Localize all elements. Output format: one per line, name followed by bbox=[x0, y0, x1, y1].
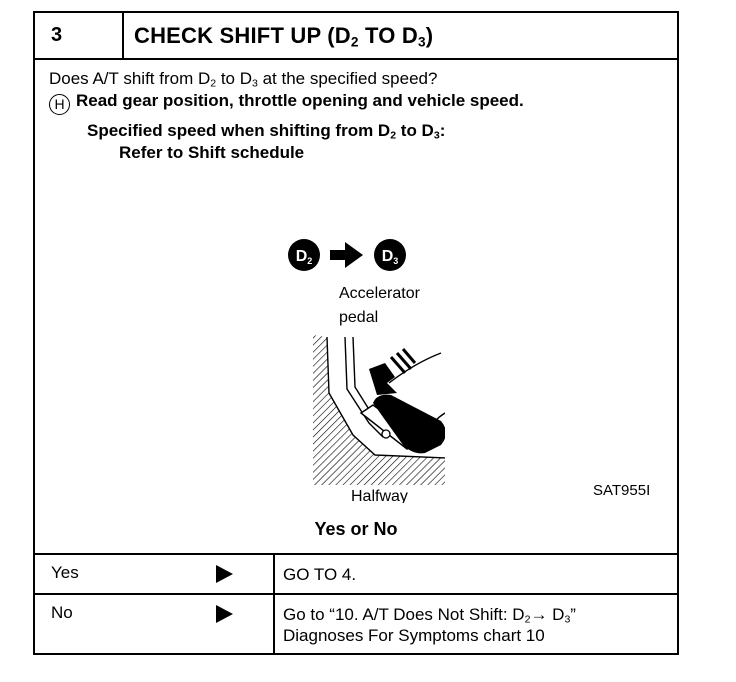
row-divider bbox=[273, 555, 275, 595]
h-circle-icon: H bbox=[49, 94, 70, 115]
specified-speed-text: Specified speed when shifting from D2 to… bbox=[87, 121, 446, 142]
svg-text:D2: D2 bbox=[296, 248, 313, 266]
figure-label-halfway: Halfway bbox=[351, 488, 408, 503]
row-divider bbox=[273, 595, 275, 655]
gear-d3-badge: D3 bbox=[374, 239, 406, 271]
step-body: Does A/T shift from D2 to D3 at the spec… bbox=[49, 68, 659, 164]
step-number: 3 bbox=[35, 13, 124, 58]
result-label-yes: Yes bbox=[51, 563, 79, 582]
accelerator-pedal-figure: D2 D3 Accelerator pedal bbox=[288, 239, 445, 503]
shoe-icon bbox=[373, 352, 445, 454]
result-action-yes: GO TO 4. bbox=[283, 565, 357, 584]
question-text: Does A/T shift from D2 to D3 at the spec… bbox=[49, 69, 438, 90]
figure-code: SAT955I bbox=[593, 482, 651, 499]
refer-text: Refer to Shift schedule bbox=[119, 143, 305, 162]
yes-or-no-heading: Yes or No bbox=[314, 519, 398, 539]
figure-label-accelerator: Accelerator bbox=[339, 285, 421, 302]
gear-d2-badge: D2 bbox=[288, 239, 320, 271]
svg-text:D3: D3 bbox=[382, 248, 399, 266]
result-action-no: Go to “10. A/T Does Not Shift: D2→ D3”Di… bbox=[283, 605, 576, 645]
diagnostic-step-box: 3 CHECK SHIFT UP (D2 TO D3) Does A/T shi… bbox=[33, 11, 679, 655]
right-arrow-icon bbox=[330, 242, 363, 268]
right-triangle-icon bbox=[216, 565, 233, 583]
result-label-no: No bbox=[51, 603, 73, 622]
result-row-yes: Yes GO TO 4. bbox=[35, 553, 677, 595]
figure-label-pedal: pedal bbox=[339, 309, 378, 326]
floor-hatch bbox=[313, 335, 445, 485]
step-title: CHECK SHIFT UP (D2 TO D3) bbox=[134, 23, 434, 50]
result-row-no: No Go to “10. A/T Does Not Shift: D2→ D3… bbox=[35, 593, 677, 655]
step-header: 3 CHECK SHIFT UP (D2 TO D3) bbox=[35, 13, 677, 60]
right-triangle-icon bbox=[216, 605, 233, 623]
press-arrow-icon bbox=[369, 348, 417, 395]
